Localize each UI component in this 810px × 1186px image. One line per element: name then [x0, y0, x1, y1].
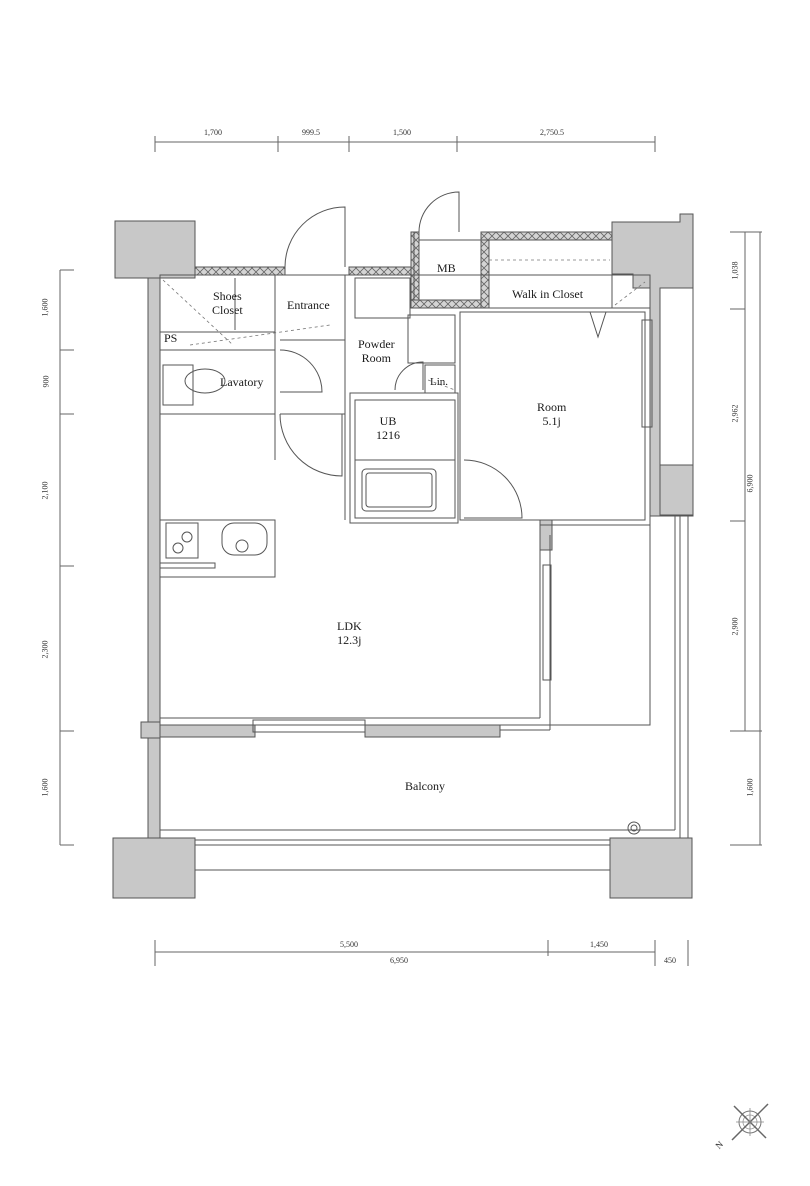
- structural-columns: [112, 213, 694, 899]
- door-swings: [279, 191, 523, 519]
- room-shoes-closet: Shoes Closet: [212, 289, 243, 317]
- dim-left-3: 2,100: [40, 481, 50, 500]
- room-ldk: LDK 12.3j: [337, 619, 362, 647]
- room-lavatory: Lavatory: [220, 375, 264, 389]
- dim-left-1: 1,600: [40, 298, 50, 317]
- dim-left-5: 1,600: [40, 778, 50, 797]
- room-ps: PS: [164, 331, 178, 345]
- dim-right-total: 6,900: [745, 474, 755, 493]
- wic-door-mark: [589, 311, 607, 339]
- dim-left-4: 2,300: [40, 640, 50, 659]
- bottom-dimension-line: [154, 940, 689, 966]
- room-powder-room: Powder Room: [358, 337, 395, 365]
- dim-top-3: 1,500: [393, 128, 411, 137]
- dashed-lines: [162, 259, 646, 391]
- dim-bottom-total: 6,950: [390, 956, 408, 965]
- compass-rose-icon: N: [713, 1096, 776, 1156]
- dim-top-2: 999.5: [302, 128, 320, 137]
- dim-bottom-1: 5,500: [340, 940, 358, 949]
- dim-top-1: 1,700: [204, 128, 222, 137]
- dim-bottom-2: 1,450: [590, 940, 608, 949]
- hatched-walls: [194, 231, 613, 309]
- dim-right-1: 1,038: [730, 261, 740, 280]
- dim-right-4: 1,600: [745, 778, 755, 797]
- room-outlines: [159, 232, 689, 871]
- dim-bottom-balcony: 450: [664, 956, 676, 965]
- room-linen: Lin.: [430, 376, 449, 388]
- room-entrance: Entrance: [287, 298, 330, 312]
- right-dimension-line: [730, 231, 762, 846]
- left-dimension-line: [59, 269, 74, 846]
- room-mb: MB: [437, 261, 456, 275]
- top-dimension-line: [154, 136, 656, 152]
- room-ub: UB 1216: [376, 414, 400, 442]
- dim-right-2: 2,962: [730, 404, 740, 423]
- room-bedroom: Room 5.1j: [537, 400, 567, 428]
- dim-right-3: 2,900: [730, 617, 740, 636]
- room-balcony: Balcony: [405, 779, 445, 793]
- dim-top-4: 2,750.5: [540, 128, 564, 137]
- room-walk-in-closet: Walk in Closet: [512, 287, 584, 301]
- dim-left-2: 900: [41, 375, 51, 388]
